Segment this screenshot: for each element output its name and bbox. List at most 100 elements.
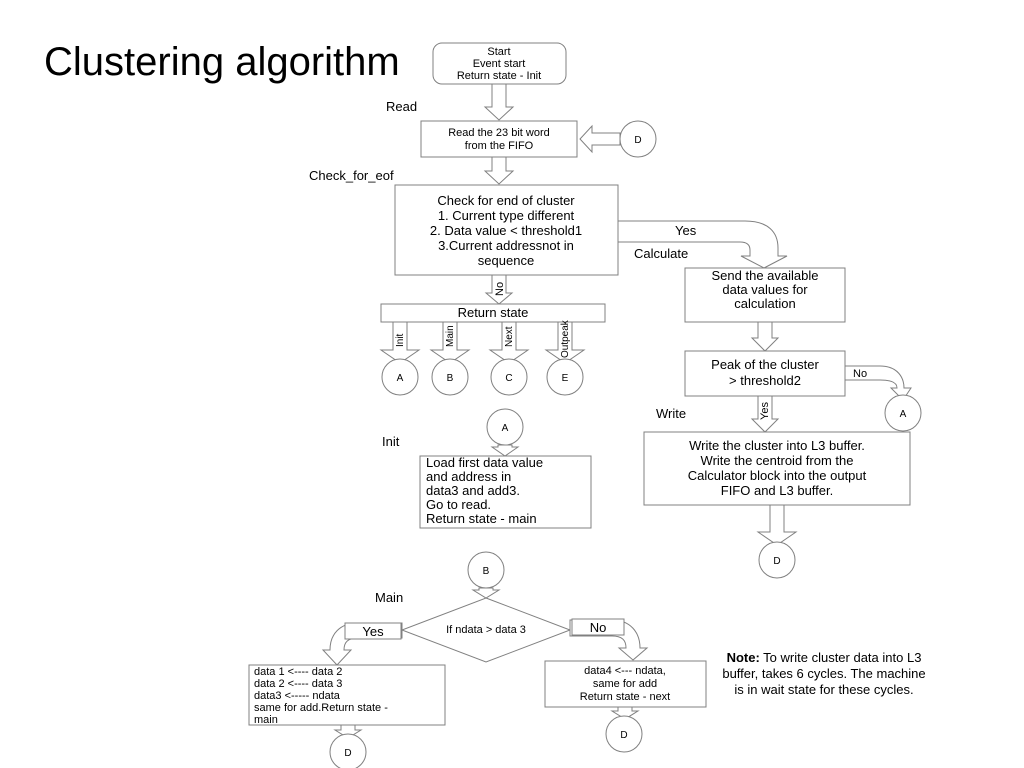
arrow-branch-main — [429, 321, 471, 364]
arrow-send-to-peak — [750, 321, 780, 352]
arrow-a-to-init — [490, 444, 520, 457]
check-line-1: Check for end of cluster — [437, 193, 575, 208]
main-yes-line-3: data3 <----- ndata — [254, 690, 341, 702]
write-label: Write — [656, 406, 686, 421]
arrow-yes-to-send — [617, 220, 788, 269]
no-label-main: No — [590, 620, 607, 635]
main-yes-line-5: main — [254, 714, 278, 726]
init-line-3: data3 and add3. — [426, 483, 520, 498]
decision-diamond — [400, 597, 572, 663]
arrow-branch-init — [379, 321, 421, 364]
arrow-b-to-decision — [471, 587, 501, 599]
arrow-main-yes-to-d — [333, 724, 363, 739]
note: Note: To write cluster data into L3 buff… — [716, 650, 932, 698]
connector-a-label: A — [397, 373, 404, 384]
read-line-1: Read the 23 bit word — [448, 127, 550, 139]
arrow-start-to-read — [483, 83, 515, 121]
init-line-1: Load first data value — [426, 455, 543, 470]
connector-b-main-label: B — [483, 566, 490, 577]
write-line-2: Write the centroid from the — [701, 453, 854, 468]
read-box — [420, 120, 578, 158]
yes-label: Yes — [675, 223, 697, 238]
no-label-box — [571, 618, 625, 636]
calculate-label: Calculate — [634, 246, 688, 261]
check-line-3: 2. Data value < threshold1 — [430, 223, 582, 238]
peak-line-1: Peak of the cluster — [711, 357, 819, 372]
check-box — [394, 184, 619, 276]
start-line-1: Start — [487, 46, 510, 58]
main-no-line-3: Return state - next — [580, 691, 671, 703]
connector-d-main-no — [605, 715, 643, 753]
main-yes-line-2: data 2 <---- data 3 — [254, 678, 342, 690]
connector-e-label: E — [562, 373, 569, 384]
connector-c — [490, 358, 528, 396]
decision-label: If ndata > data 3 — [446, 624, 526, 636]
send-line-1: Send the available — [712, 268, 819, 283]
connector-b-label: B — [447, 373, 454, 384]
arrow-write-to-d — [756, 504, 798, 546]
connector-c-label: C — [505, 373, 512, 384]
return-state-box — [380, 303, 606, 323]
check-line-5: sequence — [478, 253, 534, 268]
connector-e — [546, 358, 584, 396]
yes-label-box — [344, 622, 402, 640]
init-label: Init — [382, 434, 400, 449]
read-label: Read — [386, 99, 417, 114]
page-title: Clustering algorithm — [44, 40, 400, 84]
init-line-2: and address in — [426, 469, 511, 484]
arrow-main-no-to-d — [610, 706, 640, 720]
check-label: Check_for_eof — [309, 168, 394, 183]
main-yes-line-4: same for add.Return state - — [254, 702, 388, 714]
branch-main-label: Main — [445, 325, 456, 347]
peak-line-2: > threshold2 — [729, 373, 801, 388]
yes-label-peak: Yes — [759, 402, 771, 420]
note-bold: Note: — [726, 650, 760, 665]
arrow-branch-next — [488, 321, 530, 364]
main-label: Main — [375, 590, 403, 605]
no-label-check: No — [494, 282, 506, 296]
init-line-5: Return state - main — [426, 511, 537, 526]
check-line-2: 1. Current type different — [438, 208, 575, 223]
main-yes-box — [248, 664, 446, 726]
send-line-3: calculation — [734, 296, 795, 311]
start-line-2: Event start — [473, 58, 526, 70]
main-no-line-1: data4 <--- ndata, — [584, 665, 666, 677]
note-text: To write cluster data into L3 buffer, ta… — [722, 650, 926, 697]
connector-d-write-label: D — [773, 556, 780, 567]
return-state-label: Return state — [458, 305, 529, 320]
connector-d-write — [758, 541, 796, 579]
connector-d-read-label: D — [634, 135, 641, 146]
peak-box — [684, 350, 846, 397]
connector-a-peak — [884, 394, 922, 432]
connector-a-peak-label: A — [900, 409, 907, 420]
branch-outpeak-label: Outpeak — [560, 319, 571, 358]
write-line-1: Write the cluster into L3 buffer. — [689, 438, 865, 453]
write-line-3: Calculator block into the output — [688, 468, 867, 483]
connector-d-main-yes — [329, 733, 367, 768]
send-line-2: data values for — [722, 282, 808, 297]
connector-a-init-label: A — [502, 423, 509, 434]
main-yes-line-1: data 1 <---- data 2 — [254, 666, 342, 678]
no-label-peak: No — [853, 368, 867, 380]
send-box — [684, 267, 846, 323]
branch-init-label: Init — [395, 333, 406, 347]
write-line-4: FIFO and L3 buffer. — [721, 483, 834, 498]
connector-d-main-yes-label: D — [344, 748, 351, 759]
arrow-no-to-return — [484, 274, 514, 305]
init-line-4: Go to read. — [426, 497, 491, 512]
arrow-yes-to-write — [750, 395, 780, 433]
check-line-4: 3.Current addressnot in — [438, 238, 574, 253]
arrow-read-to-check — [483, 156, 515, 185]
connector-b — [431, 358, 469, 396]
arrow-branch-outpeak — [544, 321, 586, 364]
branch-next-label: Next — [504, 326, 515, 347]
connector-a — [381, 358, 419, 396]
connector-d-main-no-label: D — [620, 730, 627, 741]
read-line-2: from the FIFO — [465, 140, 534, 152]
main-no-line-2: same for add — [593, 678, 657, 690]
connector-d-read — [619, 120, 657, 158]
start-line-3: Return state - Init — [457, 70, 541, 82]
yes-label-main: Yes — [362, 624, 384, 639]
arrow-no-to-a — [844, 365, 912, 401]
